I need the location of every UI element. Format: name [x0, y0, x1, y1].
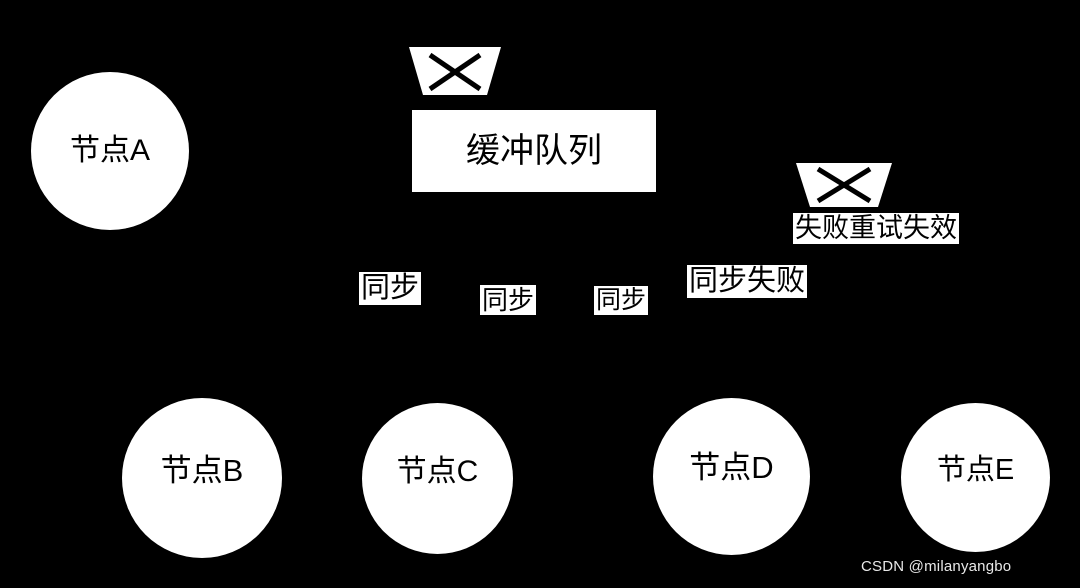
- queue-failure-marker: [409, 47, 501, 95]
- x-cross-icon: [409, 47, 501, 95]
- node-a[interactable]: 节点A: [31, 72, 189, 230]
- sync-label-2: 同步: [480, 285, 537, 316]
- sync-failed-label: 同步失败: [687, 265, 808, 299]
- sync-failed-label-text: 同步失败: [689, 265, 806, 297]
- watermark: CSDN @milanyangbo: [861, 558, 1011, 575]
- x-cross-icon: [796, 163, 892, 207]
- node-e[interactable]: 节点E: [901, 403, 1050, 552]
- buffer-queue-label: 缓冲队列: [466, 132, 602, 170]
- node-c[interactable]: 节点C: [362, 403, 513, 554]
- node-b[interactable]: 节点B: [122, 398, 282, 558]
- node-e-label: 节点E: [936, 454, 1015, 486]
- watermark-text: CSDN @milanyangbo: [861, 558, 1012, 575]
- sync-label-1-text: 同步: [361, 272, 420, 304]
- sync-label-3-text: 同步: [596, 286, 647, 314]
- retry-failure-marker: [796, 163, 892, 207]
- sync-label-1: 同步: [359, 272, 422, 306]
- node-b-label: 节点B: [160, 452, 244, 488]
- sync-label-3: 同步: [594, 286, 649, 315]
- node-d[interactable]: 节点D: [653, 398, 810, 555]
- retry-failure-label-text: 失败重试失效: [795, 213, 957, 243]
- retry-failure-label: 失败重试失效: [793, 213, 959, 245]
- buffer-queue-box[interactable]: 缓冲队列: [412, 110, 656, 192]
- node-c-label: 节点C: [396, 454, 479, 488]
- node-d-label: 节点D: [689, 450, 774, 485]
- sync-label-2-text: 同步: [482, 285, 535, 315]
- node-a-label: 节点A: [69, 134, 150, 167]
